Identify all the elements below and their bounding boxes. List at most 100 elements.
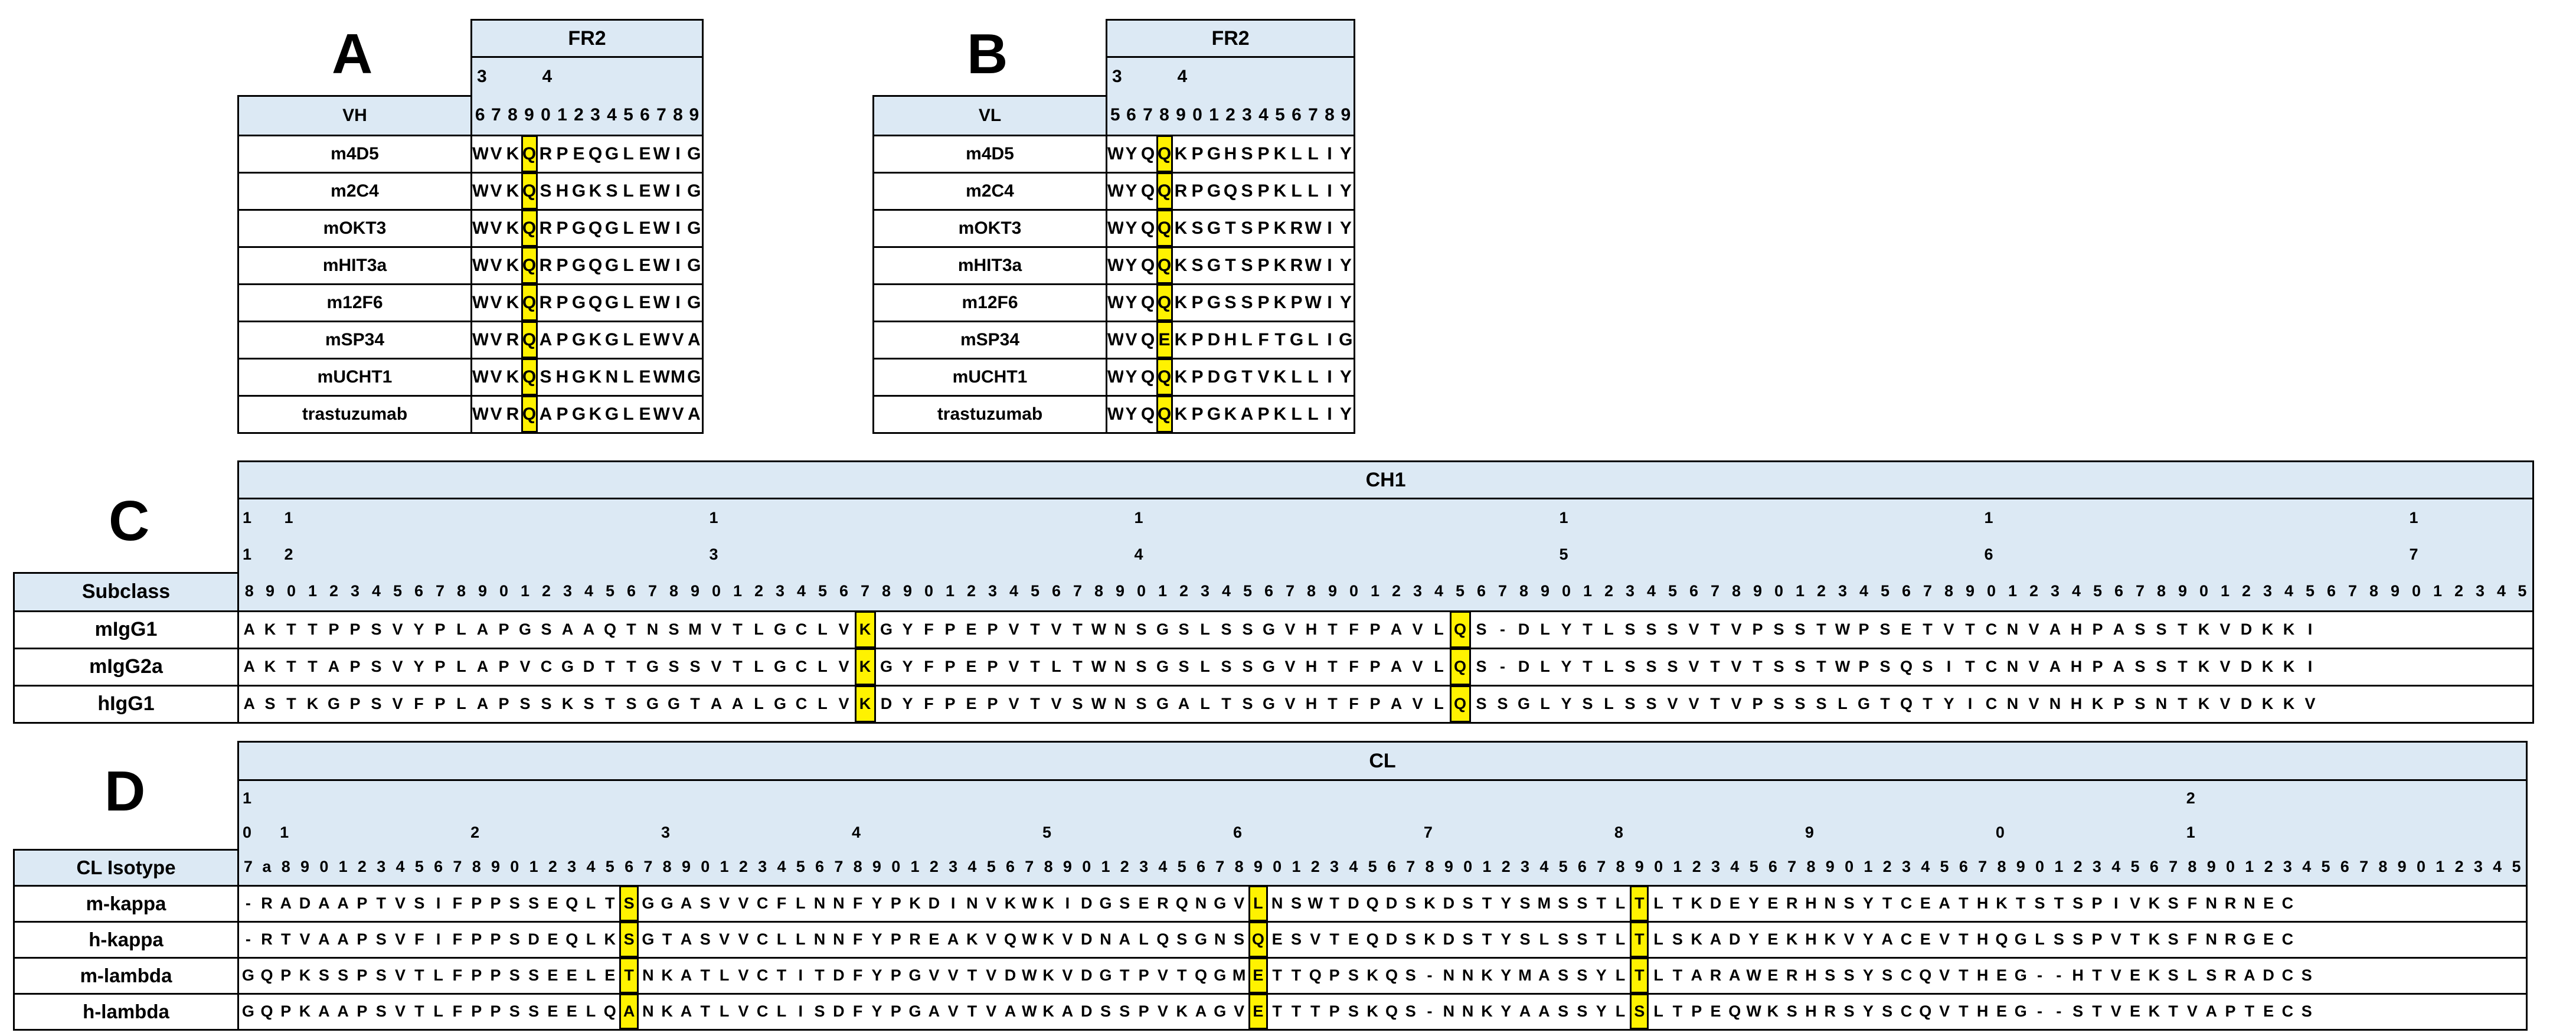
residue: P — [1134, 956, 1153, 995]
residue: V — [669, 394, 687, 434]
tens-digit — [790, 536, 812, 573]
residue: H — [554, 171, 571, 211]
tens-digit — [1115, 815, 1135, 849]
sequence-name: mUCHT1 — [237, 357, 472, 397]
residue: A — [1058, 992, 1077, 1031]
hundreds-digit — [1515, 780, 1535, 815]
residue: - — [237, 884, 257, 923]
residue: K — [1363, 956, 1382, 995]
hundreds-digit — [2373, 780, 2393, 815]
residue: P — [2087, 920, 2107, 959]
ones-digit: 7 — [447, 849, 468, 887]
residue: N — [2044, 684, 2066, 724]
residue: S — [2163, 884, 2183, 923]
tens-digit — [600, 815, 620, 849]
residue: Y — [1938, 684, 1960, 724]
residue: L — [620, 171, 637, 211]
residue: N — [2002, 684, 2023, 724]
residue: T — [1286, 992, 1306, 1031]
residue: N — [1096, 920, 1116, 959]
residue: E — [1134, 884, 1153, 923]
hundreds-digit — [1895, 498, 1917, 536]
hundreds-digit — [663, 498, 685, 536]
tens-digit — [620, 536, 642, 573]
residue: D — [1439, 920, 1459, 959]
hundreds-digit — [886, 780, 905, 815]
tens-digit — [1191, 815, 1211, 849]
residue: N — [1458, 956, 1477, 995]
row-header-label: VL — [872, 94, 1107, 136]
tens-digit — [1839, 815, 1859, 849]
residue: S — [810, 992, 829, 1031]
ones-digit: 8 — [1300, 573, 1322, 612]
residue: I — [429, 884, 448, 923]
ones-digit: 1 — [1096, 849, 1116, 887]
residue: G — [570, 208, 587, 248]
residue: G — [875, 647, 897, 687]
ones-digit: 1 — [1668, 849, 1688, 887]
residue: S — [535, 610, 557, 649]
hundreds-digit — [599, 498, 621, 536]
residue: K — [658, 956, 677, 995]
residue: G — [603, 134, 620, 174]
residue: L — [1305, 357, 1322, 397]
residue: K — [2257, 684, 2278, 724]
hundreds-digit — [1704, 498, 1726, 536]
residue: C — [2278, 920, 2297, 959]
ones-digit: 0 — [505, 849, 524, 887]
residue: A — [314, 920, 334, 959]
residue: K — [1271, 357, 1289, 397]
ones-digit: 3 — [1515, 849, 1535, 887]
hundreds-digit — [1858, 780, 1878, 815]
residue: L — [714, 956, 734, 995]
residue — [2411, 884, 2431, 923]
residue: W — [1106, 283, 1123, 322]
ones-digit: 7 — [1139, 96, 1156, 136]
residue: K — [1172, 283, 1189, 322]
ones-digit: 0 — [2193, 573, 2215, 612]
residue: P — [1255, 394, 1272, 434]
hundreds-digit — [1668, 780, 1688, 815]
tens-digit — [557, 536, 578, 573]
tens-digit — [905, 815, 925, 849]
ones-digit: 3 — [2278, 849, 2297, 887]
residue: A — [686, 394, 704, 434]
residue: C — [2278, 884, 2297, 923]
residue — [2316, 992, 2336, 1031]
ones-digit: 6 — [620, 573, 642, 612]
ones-digit: 6 — [810, 849, 829, 887]
ones-digit: 6 — [2320, 573, 2342, 612]
residue: G — [686, 283, 704, 322]
residue — [2411, 956, 2431, 995]
residue: S — [1640, 684, 1662, 724]
hundreds-digit — [1364, 498, 1386, 536]
header-spacer — [14, 741, 238, 780]
region-header-row: CH1 — [14, 460, 2535, 499]
residue: S — [505, 884, 524, 923]
hundreds-digit — [323, 498, 345, 536]
residue: E — [1706, 992, 1725, 1031]
residue: P — [1255, 246, 1272, 285]
residue: G — [1152, 684, 1173, 724]
residue: L — [1248, 884, 1268, 923]
hundreds-digit — [1194, 498, 1216, 536]
hundreds-digit — [1747, 498, 1768, 536]
residue: R — [2221, 920, 2240, 959]
residue: G — [1210, 956, 1230, 995]
tens-digit — [410, 815, 429, 849]
residue: C — [1897, 920, 1916, 959]
residue: K — [854, 684, 876, 724]
ones-digit: 9 — [1322, 573, 1343, 612]
ones-digit: 2 — [748, 573, 770, 612]
residue: N — [1191, 884, 1211, 923]
residue: T — [2240, 992, 2259, 1031]
residue: P — [486, 992, 505, 1031]
residue: A — [1385, 684, 1407, 724]
residue: E — [2258, 992, 2278, 1031]
hundreds-digit — [1153, 780, 1173, 815]
tens-digit — [1024, 536, 1046, 573]
ones-digit: 5 — [1106, 96, 1123, 136]
header-spacer — [14, 461, 238, 499]
tens-digit — [1534, 536, 1556, 573]
